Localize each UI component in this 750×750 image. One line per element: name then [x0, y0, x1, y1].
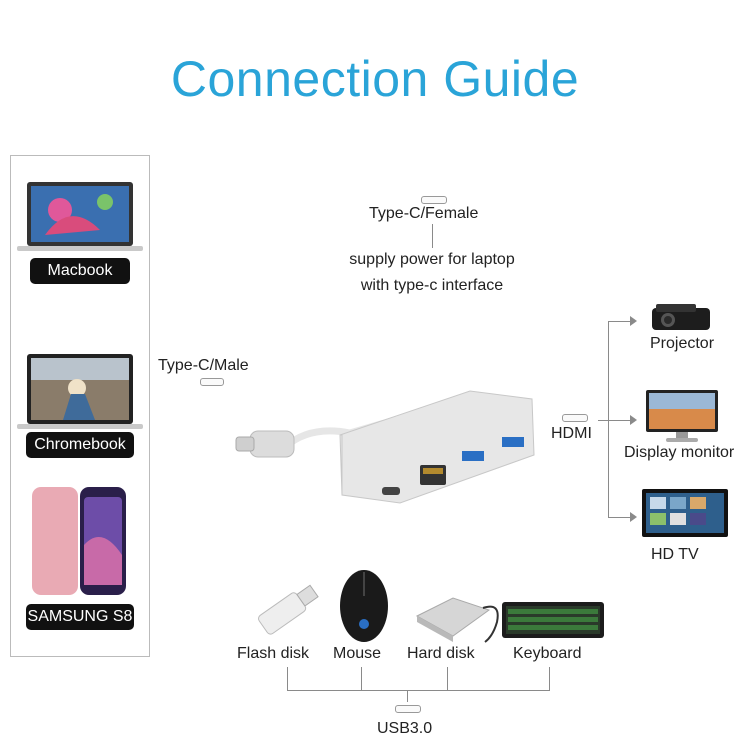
connector-line	[608, 517, 634, 518]
type-c-port-icon	[200, 378, 224, 386]
display-monitor-label: Display monitor	[624, 444, 735, 461]
mouse-image	[340, 570, 388, 642]
power-note-line1: supply power for laptop	[349, 251, 515, 268]
connector-line	[447, 667, 448, 691]
chromebook-label: Chromebook	[26, 432, 134, 458]
connector-line	[608, 321, 609, 517]
macbook-label: Macbook	[30, 258, 130, 284]
connector-line	[287, 667, 288, 691]
connector-line	[432, 224, 433, 248]
arrow-right-icon	[630, 316, 637, 326]
source-devices-panel	[10, 155, 150, 657]
hdmi-port-icon	[562, 414, 588, 422]
arrow-right-icon	[630, 415, 637, 425]
connector-line	[407, 690, 408, 702]
hdmi-label: HDMI	[551, 425, 592, 442]
hard-disk-label: Hard disk	[407, 645, 475, 662]
mouse-label: Mouse	[333, 645, 382, 662]
display-monitor-image	[646, 390, 718, 442]
flash-disk-label: Flash disk	[237, 645, 310, 662]
connector-line	[287, 690, 550, 691]
hd-tv-image	[642, 489, 728, 537]
type-c-female-port-icon	[421, 196, 447, 204]
connector-line	[598, 420, 608, 421]
usb3-label: USB3.0	[377, 720, 433, 737]
samsung-s8-label: SAMSUNG S8	[26, 604, 134, 630]
macbook-image	[17, 182, 143, 251]
arrow-right-icon	[630, 512, 637, 522]
type-c-male-label: Type-C/Male	[158, 357, 249, 374]
connector-line	[361, 667, 362, 691]
connector-line	[549, 667, 550, 691]
projector-image	[652, 304, 710, 330]
usb-port-icon	[395, 705, 421, 713]
keyboard-label: Keyboard	[513, 645, 582, 662]
usb-c-hub-image	[235, 390, 535, 504]
power-note-line2: with type-c interface	[360, 277, 504, 294]
hard-disk-image	[415, 597, 499, 643]
chromebook-image	[17, 354, 143, 429]
keyboard-image	[502, 602, 604, 638]
samsung-s8-image	[32, 487, 126, 595]
page-title: Connection Guide	[170, 51, 580, 107]
connector-line	[608, 321, 634, 322]
connector-line	[608, 420, 634, 421]
projector-label: Projector	[650, 335, 715, 352]
flash-disk-image	[258, 584, 319, 635]
type-c-female-label: Type-C/Female	[369, 205, 479, 222]
hd-tv-label: HD TV	[651, 546, 699, 563]
